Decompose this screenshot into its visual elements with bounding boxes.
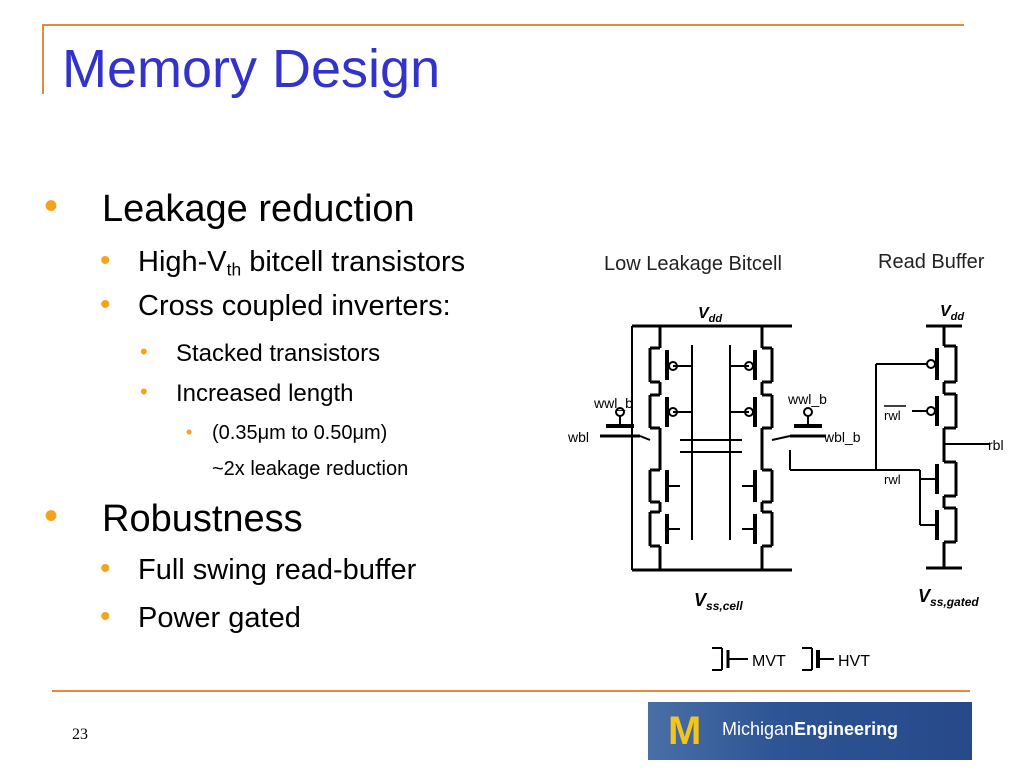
bullet-range: • (0.35μm to 0.50μm)	[186, 422, 388, 444]
bullet-cross-coupled: • Cross coupled inverters:	[100, 288, 451, 322]
bullet-leakage: • Leakage reduction	[44, 184, 415, 230]
michigan-engineering-logo: M MichiganEngineering	[648, 702, 972, 760]
svg-text:wwl_b: wwl_b	[787, 391, 827, 407]
bullet-increased-length: • Increased length	[140, 379, 354, 407]
block-m-icon: M	[668, 709, 702, 753]
svg-text:MVT: MVT	[752, 653, 786, 670]
bullet-stacked: • Stacked transistors	[140, 339, 381, 367]
text-leakage-reduction: ~2x leakage reduction	[212, 458, 409, 480]
read-buffer-heading: Read Buffer	[878, 251, 985, 273]
bullet-high-vth: • High-Vth bitcell transistors	[100, 244, 466, 280]
bullet-dot: •	[100, 288, 111, 321]
left-inverter-stack	[648, 326, 680, 570]
vdd-buffer-label: Vdd	[940, 303, 964, 323]
slide-title: Memory Design	[62, 39, 441, 99]
svg-text:rwl: rwl	[884, 472, 901, 487]
bitcell-schematic: Low Leakage Bitcell Read Buffer Vdd Vdd	[567, 251, 1004, 671]
svg-text:rwl: rwl	[884, 408, 901, 423]
bitcell-heading: Low Leakage Bitcell	[604, 253, 782, 275]
right-access-transistor: wwl_b wbl_b	[771, 391, 861, 445]
bullet-dot: •	[44, 184, 59, 228]
svg-text:rbl: rbl	[988, 437, 1004, 453]
bullet-full-swing: • Full swing read-buffer	[100, 552, 417, 586]
bullet-power-gated: • Power gated	[100, 600, 301, 634]
bullet-dot: •	[140, 339, 148, 364]
read-buffer-circuit: rwl rbl rwl	[884, 324, 1004, 570]
right-inverter-stack	[742, 326, 774, 570]
logo-wordmark: MichiganEngineering	[722, 719, 899, 739]
svg-text:HVT: HVT	[838, 653, 870, 670]
page-number: 23	[72, 726, 88, 743]
bullet-robustness: • Robustness	[44, 494, 303, 540]
bullet-dot: •	[100, 600, 111, 633]
svg-text:wwl_b: wwl_b	[593, 395, 633, 411]
bullet-dot: •	[100, 552, 111, 585]
cross-coupling-wires	[673, 345, 749, 540]
bullet-dot: •	[100, 244, 111, 277]
transistor-legend: MVT HVT	[712, 647, 870, 671]
vdd-bitcell-label: Vdd	[698, 305, 722, 325]
bullet-dot: •	[44, 494, 59, 538]
svg-text:wbl: wbl	[567, 429, 589, 445]
left-rule	[42, 24, 44, 94]
top-rule	[42, 24, 964, 26]
left-access-transistor: wwl_b wbl	[567, 395, 651, 445]
bottom-rule	[52, 690, 970, 692]
vss-cell-label: Vss,cell	[694, 590, 743, 613]
vss-gated-label: Vss,gated	[918, 586, 979, 609]
bullet-dot: •	[186, 422, 193, 442]
bullet-dot: •	[140, 379, 148, 404]
svg-text:wbl_b: wbl_b	[823, 429, 861, 445]
